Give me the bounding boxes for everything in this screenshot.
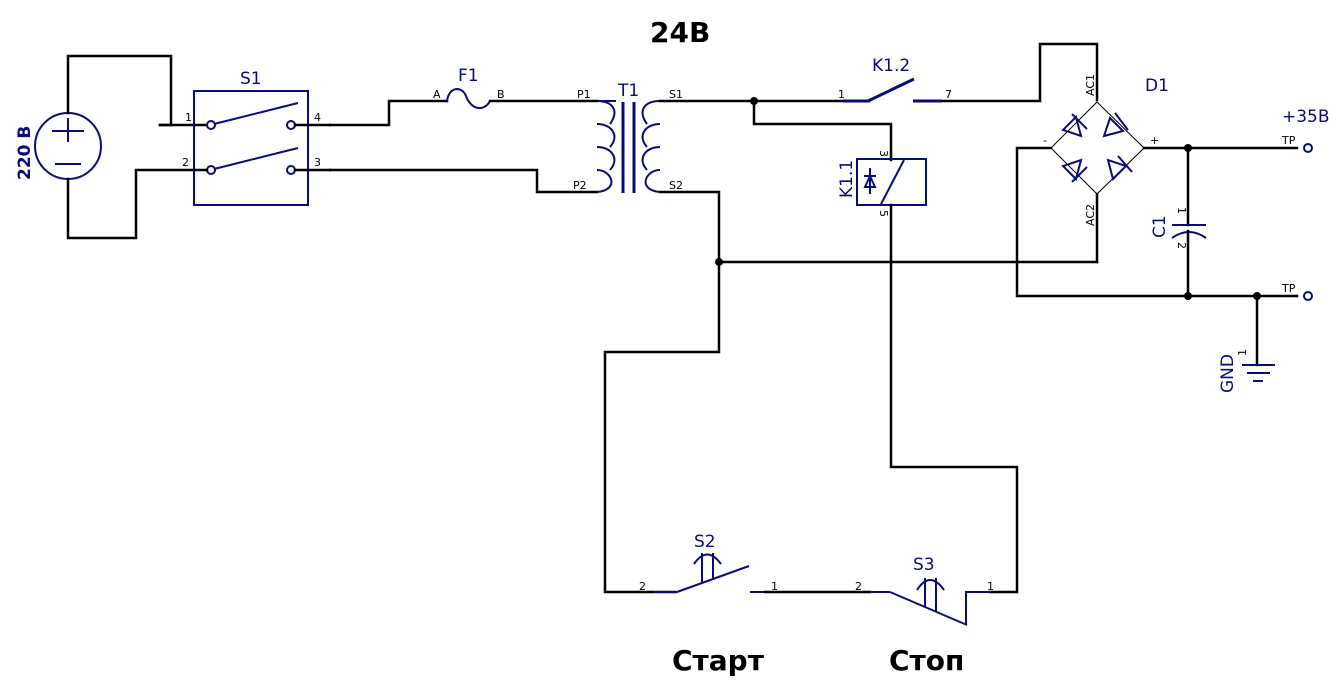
s2-label: S2 <box>694 532 716 552</box>
tp-label-gnd: TP <box>1281 282 1296 295</box>
t1-pin-p1: P1 <box>577 88 591 101</box>
gnd-label: GND <box>1218 354 1238 393</box>
k11-pin-3: 3 <box>877 150 890 157</box>
vplus-label: +35B <box>1282 107 1330 127</box>
switch-s1: S1 1 2 3 4 <box>182 69 332 206</box>
d1-pin-minus: - <box>1043 134 1047 147</box>
s3-pin-2: 2 <box>855 580 862 593</box>
start-caption: Старт <box>672 644 765 677</box>
pushbutton-s3-stop[interactable]: S3 2 1 Стоп <box>855 555 994 677</box>
s1-pin-1: 1 <box>185 111 192 124</box>
d1-pin-ac1: AC1 <box>1084 74 1097 96</box>
source-label: 220 В <box>15 126 35 180</box>
t1-pin-p2: P2 <box>573 179 587 192</box>
s1-pin-2: 2 <box>182 156 189 169</box>
c1-pin-1: 1 <box>1175 207 1188 214</box>
title-label: 24В <box>650 16 710 49</box>
s3-label: S3 <box>913 555 935 575</box>
relay-contact-k12: K1.2 1 7 <box>838 56 952 103</box>
d1-pin-plus: + <box>1150 134 1159 147</box>
s1-pin-3: 3 <box>314 156 321 169</box>
d1-label: D1 <box>1145 76 1169 96</box>
t1-pin-s2: S2 <box>669 179 683 192</box>
t1-label: T1 <box>617 81 639 101</box>
test-point-gnd: TP <box>1281 282 1313 301</box>
transformer-t1: T1 P1 P2 S1 S2 <box>573 81 683 193</box>
s2-pin-1: 1 <box>771 580 778 593</box>
stop-caption: Стоп <box>889 644 964 677</box>
pushbutton-s2-start[interactable]: S2 2 1 Старт <box>639 532 778 677</box>
c1-pin-2: 2 <box>1175 242 1188 249</box>
t1-pin-s1: S1 <box>669 88 683 101</box>
s3-pin-1: 1 <box>987 580 994 593</box>
diode-bridge-d1: D1 AC1 AC2 - + <box>1043 74 1169 226</box>
fuse-f1: F1 A B <box>433 66 505 109</box>
f1-label: F1 <box>458 66 479 86</box>
k11-pin-5: 5 <box>877 210 890 217</box>
s1-label: S1 <box>240 69 262 89</box>
relay-coil-k11: K1.1 3 5 <box>837 150 927 217</box>
f1-pin-a: A <box>433 88 441 101</box>
c1-label: C1 <box>1150 215 1170 238</box>
k12-pin-7: 7 <box>945 88 952 101</box>
s2-pin-2: 2 <box>639 580 646 593</box>
k12-label: K1.2 <box>872 56 910 76</box>
capacitor-c1: C1 1 2 <box>1150 146 1207 298</box>
test-point-vplus: TP +35B <box>1281 107 1330 153</box>
ground-symbol: GND 1 <box>1218 294 1275 393</box>
k12-pin-1: 1 <box>838 88 845 101</box>
tp-label-vplus: TP <box>1281 134 1296 147</box>
d1-pin-ac2: AC2 <box>1084 204 1097 226</box>
ac-source: 220 В <box>15 112 102 180</box>
gnd-pin-1: 1 <box>1236 349 1249 356</box>
s1-pin-4: 4 <box>314 111 321 124</box>
k11-label: K1.1 <box>837 160 857 198</box>
f1-pin-b: B <box>497 88 505 101</box>
